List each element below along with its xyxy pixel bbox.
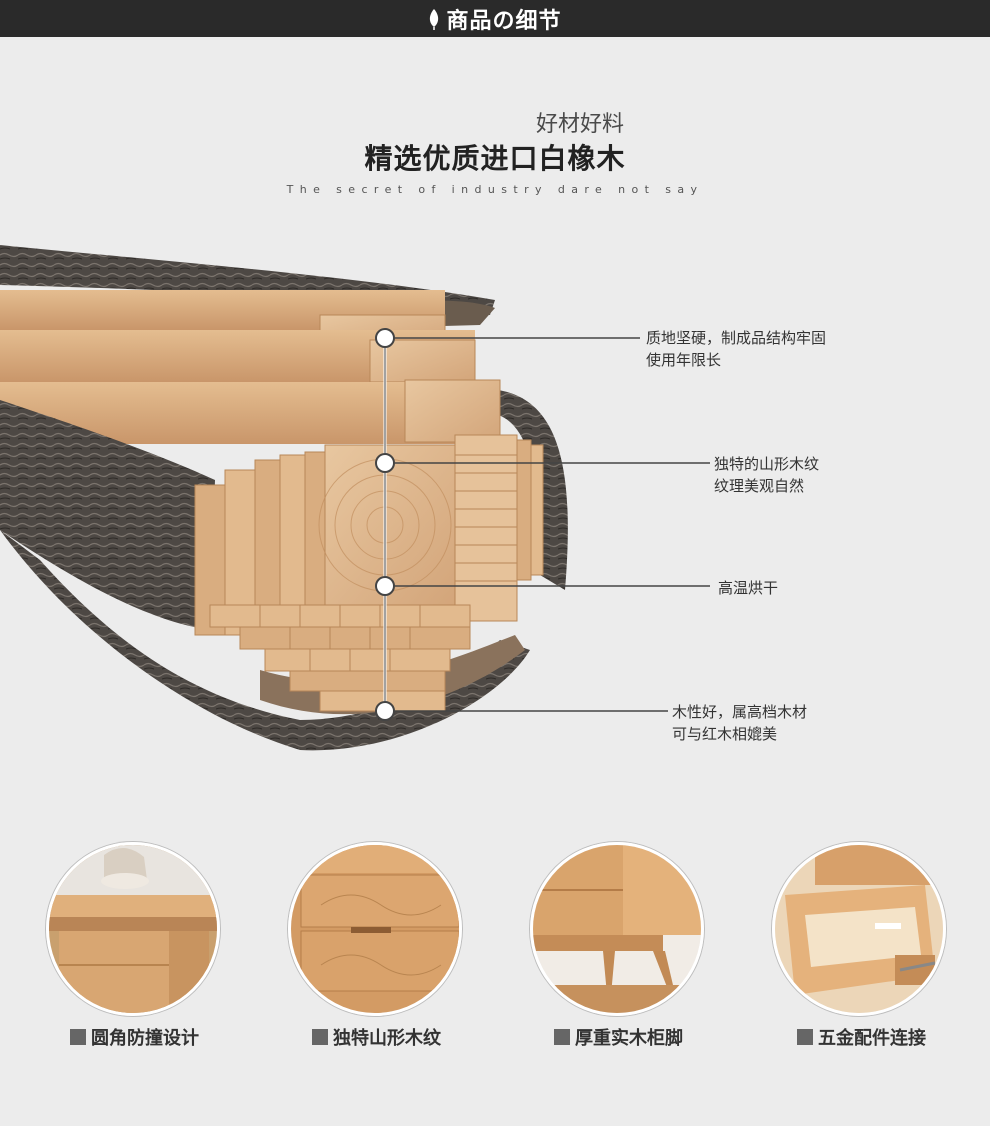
feature-label: 厚重实木柜脚 — [554, 1024, 683, 1050]
callout-quality: 木性好，属高档木材 可与红木相媲美 — [672, 701, 807, 745]
callout-line: 可与红木相媲美 — [672, 725, 778, 743]
callout-line: 使用年限长 — [646, 351, 722, 369]
square-bullet-icon — [312, 1029, 328, 1045]
feature-label-text: 五金配件连接 — [818, 1028, 926, 1049]
callout-line: 高温烘干 — [718, 579, 779, 597]
feature-label-text: 圆角防撞设计 — [91, 1028, 199, 1049]
feature-image-solid-legs — [530, 842, 704, 1016]
feature-label: 五金配件连接 — [797, 1024, 926, 1050]
square-bullet-icon — [70, 1029, 86, 1045]
feature-label: 圆角防撞设计 — [70, 1024, 199, 1050]
callout-line: 木性好，属高档木材 — [672, 703, 808, 721]
callout-line: 独特的山形木纹 — [714, 455, 820, 473]
callout-line: 质地坚硬，制成品结构牢固 — [646, 329, 827, 347]
intro-subtitle: 好材好料 — [535, 112, 624, 137]
intro-headline: 精选优质进口白橡木 — [364, 142, 626, 175]
square-bullet-icon — [554, 1029, 570, 1045]
feature-image-mountain-grain — [288, 842, 462, 1016]
feature-label-text: 独特山形木纹 — [333, 1028, 441, 1049]
callout-hardness: 质地坚硬，制成品结构牢固 使用年限长 — [646, 327, 826, 371]
section-header: 商品の细节 — [0, 0, 990, 37]
callout-kiln-dried: 高温烘干 — [718, 577, 778, 599]
oak-log-cross-section-image — [0, 245, 568, 751]
feature-image-rounded-corner — [46, 842, 220, 1016]
square-bullet-icon — [797, 1029, 813, 1045]
section-title: 商品の细节 — [446, 8, 562, 34]
feature-label: 独特山形木纹 — [312, 1024, 441, 1050]
feature-image-hardware — [772, 842, 946, 1016]
feature-label-text: 厚重实木柜脚 — [575, 1028, 683, 1049]
callout-line: 纹理美观自然 — [714, 477, 805, 495]
callout-grain: 独特的山形木纹 纹理美观自然 — [714, 453, 819, 497]
intro-tagline: The secret of industry dare not say — [286, 183, 704, 196]
leaf-icon — [430, 8, 439, 30]
